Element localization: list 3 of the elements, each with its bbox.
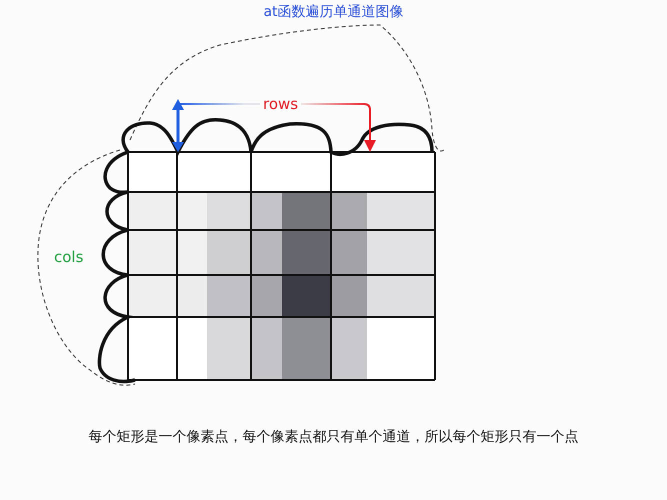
title: at函数遍历单通道图像 — [262, 5, 405, 20]
caption: 每个矩形是一个像素点，每个像素点都只有单个通道，所以每个矩形只有一个点 — [88, 430, 580, 446]
cols-label: cols — [54, 249, 84, 266]
